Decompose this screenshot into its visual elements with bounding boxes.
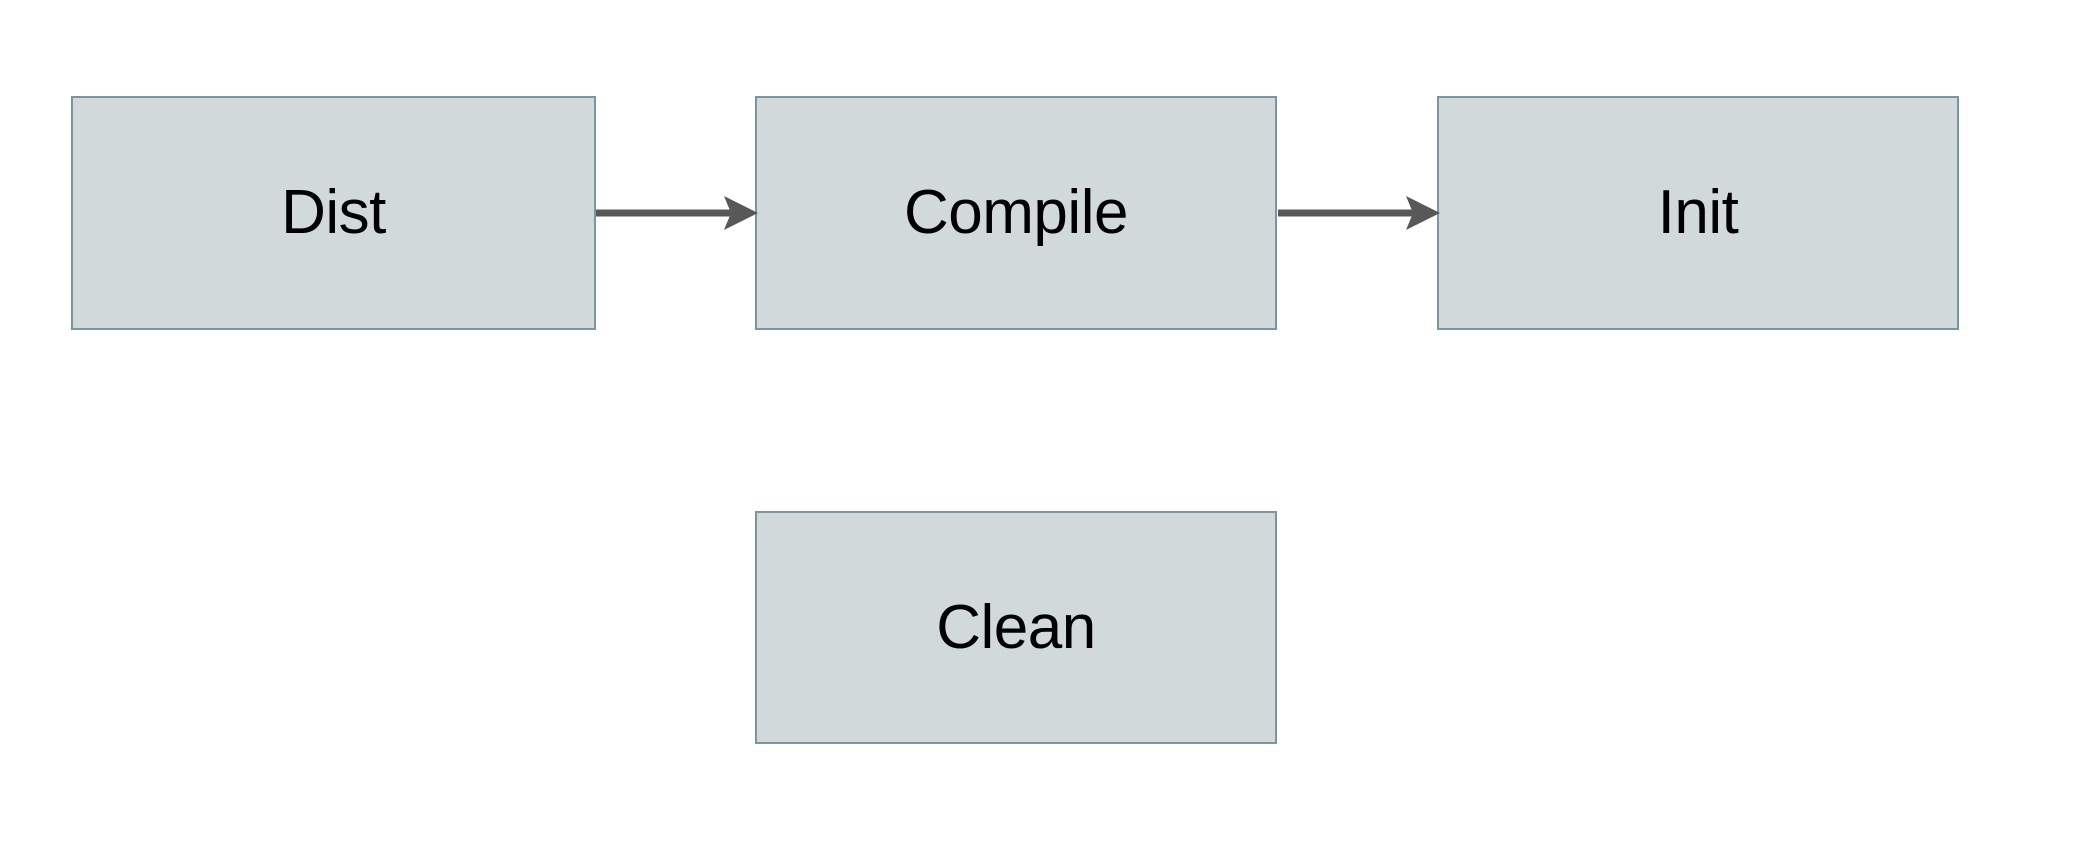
node-clean-label: Clean — [936, 592, 1096, 662]
node-dist[interactable]: Dist — [71, 96, 596, 330]
node-clean[interactable]: Clean — [755, 511, 1277, 744]
edge-compile-to-init[interactable] — [1272, 188, 1444, 238]
edge-dist-to-compile[interactable] — [590, 188, 762, 238]
node-init-label: Init — [1657, 178, 1739, 247]
node-compile-label: Compile — [904, 178, 1128, 247]
node-compile[interactable]: Compile — [755, 96, 1277, 330]
node-init[interactable]: Init — [1437, 96, 1959, 330]
arrowhead-icon — [724, 196, 758, 230]
node-dist-label: Dist — [281, 178, 386, 247]
arrowhead-icon — [1406, 196, 1440, 230]
